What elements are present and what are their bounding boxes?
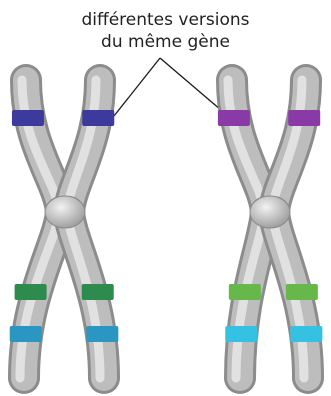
gene-band-top <box>218 110 250 126</box>
gene-band-middle <box>15 284 47 300</box>
pointer-line-left <box>114 58 160 116</box>
centromere <box>45 196 85 228</box>
centromere <box>250 196 290 228</box>
gene-band-bottom <box>290 326 322 342</box>
chromosome-left <box>10 80 119 378</box>
gene-band-top <box>12 110 44 126</box>
gene-band-middle <box>229 284 261 300</box>
gene-band-middle <box>82 284 114 300</box>
gene-band-bottom <box>10 326 42 342</box>
gene-band-middle <box>286 284 318 300</box>
gene-band-bottom <box>86 326 118 342</box>
gene-band-top <box>82 110 114 126</box>
gene-band-top <box>288 110 320 126</box>
pointer-lines <box>114 58 228 116</box>
gene-band-bottom <box>225 326 257 342</box>
chromosome-right <box>218 80 323 378</box>
